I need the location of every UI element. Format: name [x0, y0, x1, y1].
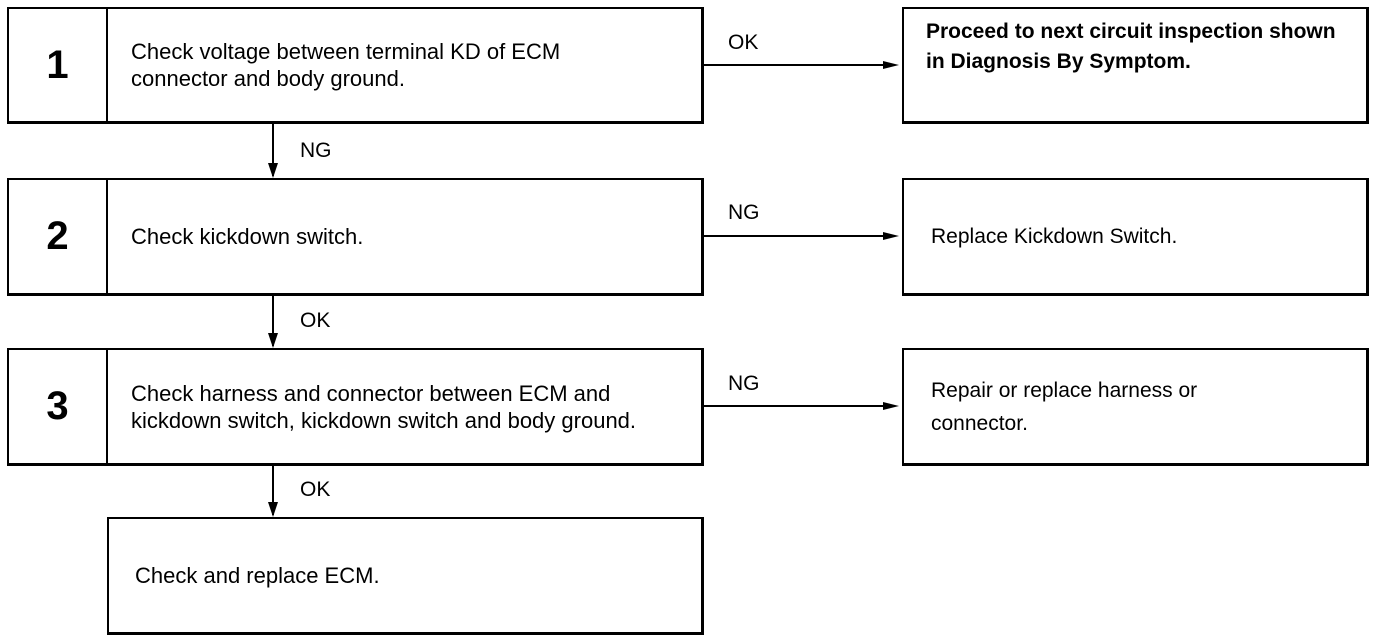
result-3-box: Repair or replace harness or connector. — [902, 348, 1369, 466]
step-3-box: 3 Check harness and connector between EC… — [7, 348, 704, 466]
label-step2-down: OK — [300, 309, 331, 332]
label-step3-right: NG — [728, 372, 760, 395]
final-box: Check and replace ECM. — [107, 517, 704, 635]
label-step1-down: NG — [300, 139, 332, 162]
result-2-text: Replace Kickdown Switch. — [931, 225, 1178, 248]
step-2-box: 2 Check kickdown switch. — [7, 178, 704, 296]
result-3-text: Repair or replace harness or connector. — [931, 378, 1198, 435]
arrowhead-step2-step3 — [268, 333, 278, 348]
arrowhead-step1-step2 — [268, 163, 278, 178]
label-step1-right: OK — [728, 31, 759, 54]
result-2-box: Replace Kickdown Switch. — [902, 178, 1369, 296]
step-2-number: 2 — [9, 180, 108, 293]
step-1-box: 1 Check voltage between terminal KD of E… — [7, 7, 704, 124]
arrowhead-step1-result1 — [883, 61, 899, 69]
step-1-text: Check voltage between terminal KD of ECM… — [131, 39, 561, 91]
result-1-text: Proceed to next circuit inspection shown… — [926, 20, 1336, 73]
result-1-box: Proceed to next circuit inspection shown… — [902, 7, 1369, 124]
step-2-text: Check kickdown switch. — [131, 224, 364, 249]
step-3-number: 3 — [9, 350, 108, 463]
label-step2-right: NG — [728, 201, 760, 224]
step-3-text: Check harness and connector between ECM … — [131, 380, 637, 433]
arrowhead-step3-final — [268, 502, 278, 517]
step-1-number: 1 — [9, 9, 108, 121]
label-step3-down: OK — [300, 478, 331, 501]
arrowhead-step3-result3 — [883, 402, 899, 410]
final-text: Check and replace ECM. — [135, 562, 380, 588]
arrowhead-step2-result2 — [883, 232, 899, 240]
